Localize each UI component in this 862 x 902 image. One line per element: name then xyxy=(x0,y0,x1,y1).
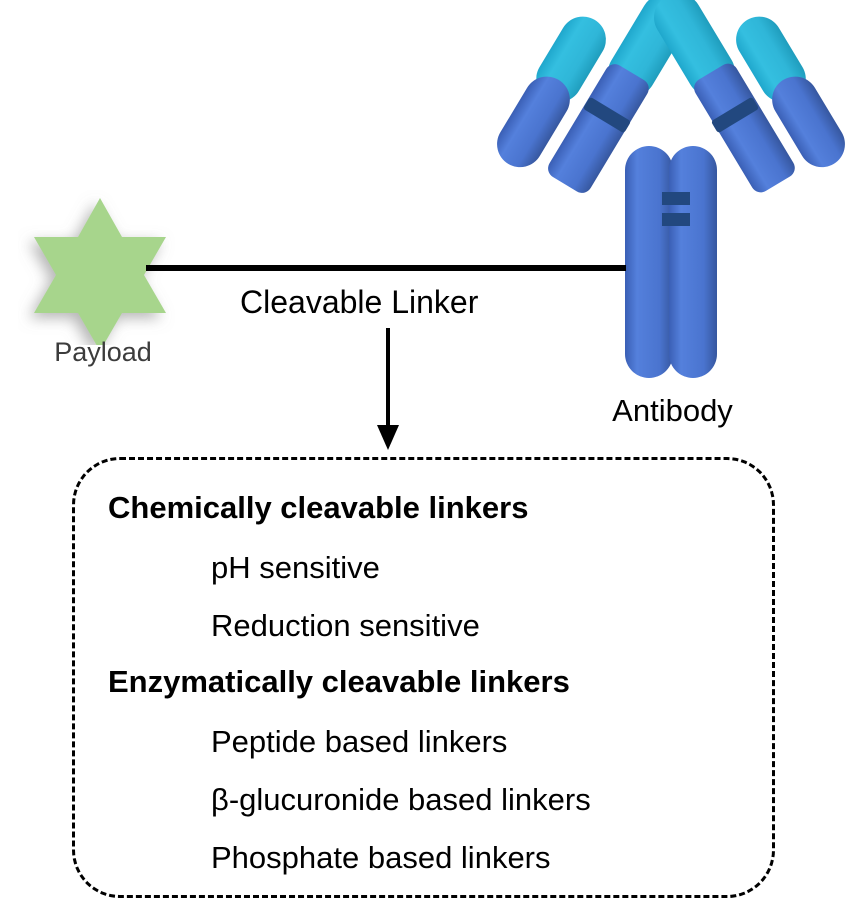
antibody-hinge-disulfide-upper xyxy=(662,192,690,205)
antibody-right-heavy-arm xyxy=(654,0,795,193)
linker-group-heading-chemical: Chemically cleavable linkers xyxy=(108,490,529,525)
payload-star-icon xyxy=(34,198,166,345)
linker-item-phosphate-based: Phosphate based linkers xyxy=(211,840,551,875)
star-shape xyxy=(34,198,166,345)
antibody-hinge-disulfide-lower xyxy=(662,213,690,226)
linker-item-beta-glucuronide-based: β-glucuronide based linkers xyxy=(211,782,591,817)
antibody-left-stem xyxy=(625,146,673,378)
linker-group-heading-enzymatic: Enzymatically cleavable linkers xyxy=(108,664,570,699)
down-arrow-icon xyxy=(377,328,399,450)
linker-item-ph-sensitive: pH sensitive xyxy=(211,550,380,585)
linker-item-reduction-sensitive: Reduction sensitive xyxy=(211,608,480,643)
antibody-left-arm-disulfide xyxy=(583,97,631,133)
linker-types-box: Chemically cleavable linkers pH sensitiv… xyxy=(72,457,775,898)
antibody-icon xyxy=(497,0,845,378)
payload-label: Payload xyxy=(54,337,152,367)
linker-item-peptide-based: Peptide based linkers xyxy=(211,724,508,759)
antibody-label: Antibody xyxy=(612,393,733,428)
cleavable-linker-label: Cleavable Linker xyxy=(240,284,479,320)
antibody-right-light-chain xyxy=(736,16,845,168)
antibody-right-stem xyxy=(669,146,717,378)
antibody-right-arm-disulfide xyxy=(711,97,759,133)
cleavable-linker-line xyxy=(146,265,626,271)
antibody-left-light-chain xyxy=(497,16,606,168)
